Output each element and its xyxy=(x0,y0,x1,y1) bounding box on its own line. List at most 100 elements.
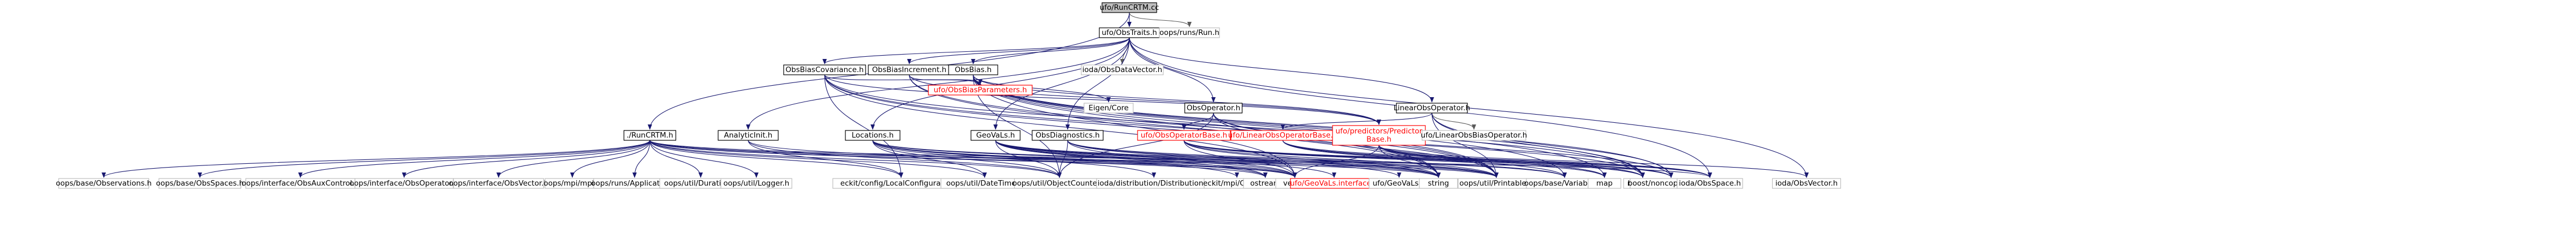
node-oops_obsspaces: oops/base/ObsSpaces.h xyxy=(156,178,244,189)
node-label-obsbiasinc: ObsBiasIncrement.h xyxy=(872,66,946,74)
node-label-obsoperatorbase: ufo/ObsOperatorBase.h xyxy=(1141,131,1228,140)
node-box-geovals xyxy=(970,130,1021,141)
node-label-oops_variables: oops/base/Variables.h xyxy=(1524,179,1605,188)
node-label-predictorbase-line1: Base.h xyxy=(1366,135,1391,144)
node-linobsopbase[interactable]: ufo/LinearObsOperatorBase.h xyxy=(1228,130,1337,141)
node-obstraits[interactable]: ufo/ObsTraits.h xyxy=(1099,27,1160,38)
node-box-predictorbase xyxy=(1332,125,1426,146)
edge-analyticinit-to-vector xyxy=(748,140,1297,178)
node-label-ufo_linobsbiasop: ufo/LinearObsBiasOperator.h xyxy=(1421,131,1527,140)
node-geovals[interactable]: GeoVaLs.h xyxy=(970,130,1021,141)
node-label-oops_objcounter: oops/util/ObjectCounter.h xyxy=(1012,179,1106,188)
node-analyticinit[interactable]: AnalyticInit.h xyxy=(718,130,779,141)
node-box-oops_obsvector xyxy=(453,178,544,189)
edge-analyticinit-to-oops_objcounter xyxy=(748,140,1062,178)
node-label-obsbiascov: ObsBiasCovariance.h xyxy=(785,66,863,74)
node-label-runcrtm_h: ./RunCRTM.h xyxy=(626,131,673,140)
edge-obstraits-to-locations xyxy=(870,37,1130,130)
node-box-oops_run xyxy=(1159,27,1220,38)
node-locations[interactable]: Locations.h xyxy=(845,130,901,141)
edge-obstraits-to-obsdiag xyxy=(1065,37,1130,130)
node-obsbiasinc[interactable]: ObsBiasIncrement.h xyxy=(868,64,951,75)
edge-runcrtm_h-to-ioda_obsspace xyxy=(649,140,1712,178)
edge-obsoperatorbase-to-vector xyxy=(1183,140,1297,178)
node-box-locations xyxy=(845,130,901,141)
edge-obstraits-to-analyticinit xyxy=(746,37,1130,130)
node-box-string xyxy=(1419,178,1458,189)
edge-obsoperator-to-oops_objcounter xyxy=(1057,112,1214,178)
node-label-obsdiag: ObsDiagnostics.h xyxy=(1035,131,1099,140)
node-oops_run: oops/runs/Run.h xyxy=(1159,27,1220,38)
edge-runcrtm_h-to-vector xyxy=(649,140,1297,178)
edge-obstraits-to-obsbiascov xyxy=(822,37,1130,64)
edge-obstraits-to-geovals xyxy=(993,37,1130,130)
node-label-oops_logger: oops/util/Logger.h xyxy=(724,179,790,188)
node-box-obsoperatorbase xyxy=(1137,130,1231,141)
node-box-oops_obsobs xyxy=(58,178,150,189)
node-obsoperatorbase[interactable]: ufo/ObsOperatorBase.h xyxy=(1137,130,1231,141)
node-label-ioda_distribution: ioda/distribution/Distribution.h xyxy=(1098,179,1211,188)
node-obsoperator[interactable]: ObsOperator.h xyxy=(1184,103,1243,114)
node-obsbias[interactable]: ObsBias.h xyxy=(948,64,998,75)
node-geovals_interface[interactable]: ufo/GeoVaLs.interface.h xyxy=(1290,178,1378,189)
edge-runcrtm_h-to-oops_logger xyxy=(649,140,759,178)
edge-linobsopbase-to-ioda_obsspace xyxy=(1282,140,1712,178)
edge-obsbiascov-to-obsbiasparams xyxy=(824,74,982,85)
node-box-runcrtm_cc xyxy=(1102,2,1157,13)
node-oops_obsauxctl: oops/interface/ObsAuxControl.h xyxy=(241,178,359,189)
node-oops_datetime: oops/util/DateTime.h xyxy=(940,178,1029,189)
node-box-eigen xyxy=(1083,103,1134,114)
node-runcrtm_h[interactable]: ./RunCRTM.h xyxy=(623,130,677,141)
edge-runcrtm_h-to-oops_objcounter xyxy=(649,140,1062,178)
edge-obsbiasinc-to-predictorbase xyxy=(909,74,1381,125)
node-obsbiasparams[interactable]: ufo/ObsBiasParameters.h xyxy=(928,85,1033,96)
node-label-oops_obsauxctl: oops/interface/ObsAuxControl.h xyxy=(241,179,359,188)
node-label-ioda_obsvector: ioda/ObsVector.h xyxy=(1775,179,1838,188)
node-label-oops_run: oops/runs/Run.h xyxy=(1159,28,1219,37)
node-label-ioda_obsdatavec: ioda/ObsDataVector.h xyxy=(1082,66,1163,74)
node-label-linobsopbase: ufo/LinearObsOperatorBase.h xyxy=(1228,131,1337,140)
edge-runcrtm_h-to-oops_obsoperator xyxy=(402,140,650,178)
node-linearobsop[interactable]: LinearObsOperator.h xyxy=(1394,103,1470,114)
node-label-obstraits: ufo/ObsTraits.h xyxy=(1102,28,1157,37)
node-label-oops_mpi: oops/mpi/mpi.h xyxy=(543,179,601,188)
node-box-ufo_linobsbiasop xyxy=(1422,130,1526,141)
node-obsbiascov[interactable]: ObsBiasCovariance.h xyxy=(783,64,866,75)
node-label-obsoperator: ObsOperator.h xyxy=(1187,104,1240,112)
edge-linearobsop-to-boost_noncopyable xyxy=(1431,112,1673,178)
node-oops_obsoperator: oops/interface/ObsOperator.h xyxy=(350,178,459,189)
edge-obsoperatorbase-to-string xyxy=(1183,140,1441,178)
node-label-predictorbase-line0: ufo/predictors/Predictor xyxy=(1336,127,1423,136)
node-label-geovals: GeoVaLs.h xyxy=(976,131,1015,140)
edge-obsbias-to-oops_variables xyxy=(973,74,1567,178)
edge-locations-to-oops_datetime xyxy=(872,140,987,178)
node-label-oops_obsspaces: oops/base/ObsSpaces.h xyxy=(156,179,244,188)
node-label-geovals_interface: ufo/GeoVaLs.interface.h xyxy=(1290,179,1378,188)
edge-linearobsop-to-ufo_linobsbiasop xyxy=(1431,112,1476,130)
node-ioda_distribution: ioda/distribution/Distribution.h xyxy=(1096,178,1212,189)
node-box-obsbiasparams xyxy=(928,85,1033,96)
node-label-ioda_obsspace: ioda/ObsSpace.h xyxy=(1679,179,1741,188)
edge-obstraits-to-ioda_obsvector xyxy=(1129,37,1809,178)
node-label-eckit_localconf: eckit/config/LocalConfiguration.h xyxy=(840,179,962,188)
node-box-ioda_obsdatavec xyxy=(1081,64,1164,75)
edge-obsoperator-to-boost_noncopyable xyxy=(1213,112,1673,178)
node-oops_mpi: oops/mpi/mpi.h xyxy=(543,178,601,189)
edge-obsbiascov-to-vector xyxy=(824,74,1297,178)
edge-obsbiascov-to-predictorbase xyxy=(824,74,1381,125)
node-obsdiag[interactable]: ObsDiagnostics.h xyxy=(1032,130,1104,141)
node-map: map xyxy=(1588,178,1621,189)
edge-geovals-to-vector xyxy=(995,140,1297,178)
node-box-linearobsop xyxy=(1396,103,1468,114)
edge-runcrtm_h-to-oops_app xyxy=(632,140,650,178)
edge-predictorbase-to-ioda_obsvector xyxy=(1378,145,1809,178)
edge-obsbiasinc-to-obsbiasparams xyxy=(909,74,982,85)
node-box-obsbiascov xyxy=(783,64,866,75)
node-runcrtm_cc[interactable]: ufo/RunCRTM.cc xyxy=(1100,2,1159,13)
edge-predictorbase-to-string xyxy=(1378,145,1441,178)
node-box-oops_logger xyxy=(720,178,792,189)
edge-geovals-to-string xyxy=(995,140,1441,178)
edge-obsoperatorbase-to-oops_printable xyxy=(1183,140,1499,178)
node-string: string xyxy=(1419,178,1458,189)
